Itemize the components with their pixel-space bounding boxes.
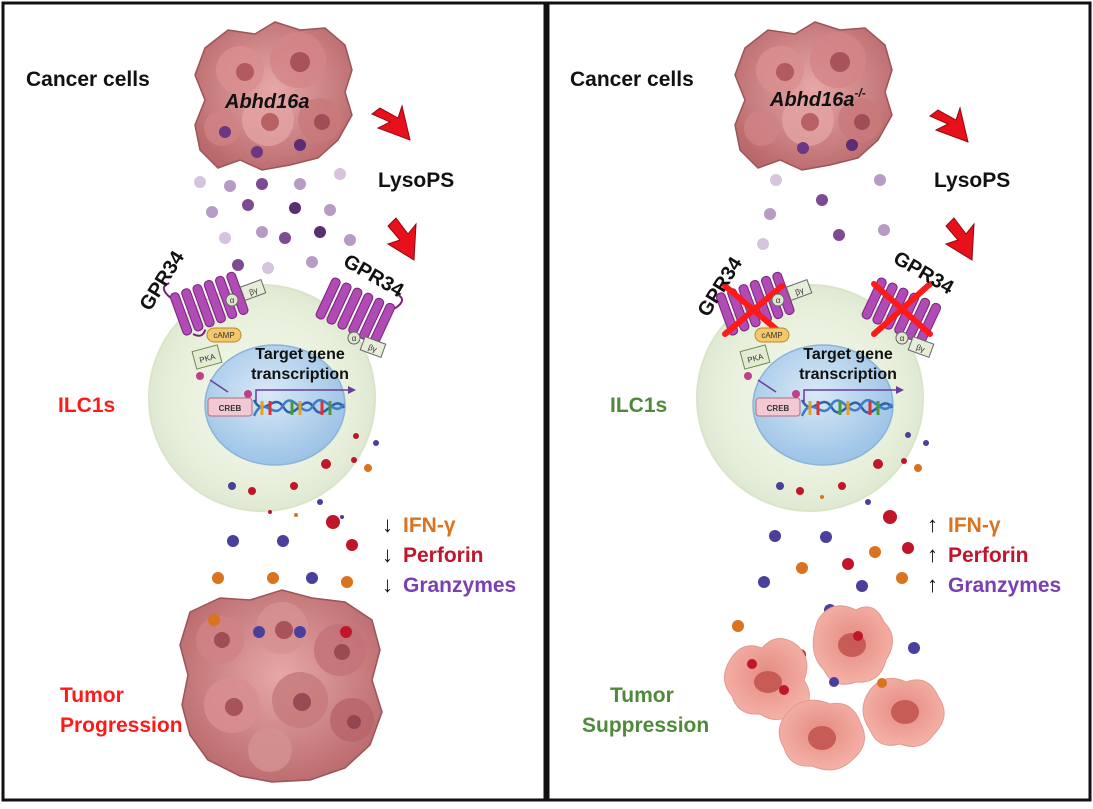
g-protein-betagamma-icon: βγ — [907, 336, 935, 358]
lysops-label: LysoPS — [934, 169, 1010, 192]
red-arrow-down-icon — [944, 217, 975, 261]
granzymes-arrow-icon: ↓ — [382, 572, 393, 597]
gene-label: Abhd16a-/- — [769, 86, 866, 111]
red-arrow-down-icon — [929, 106, 969, 143]
panel-right: α βγ α βγ cAMP PKA Target gene transcrip… — [546, 1, 1092, 802]
dna-helix-icon — [252, 398, 346, 417]
target-gene-label: Target gene — [803, 346, 893, 363]
g-protein-betagamma-icon: βγ — [359, 336, 387, 358]
knockout-cross-icon — [871, 281, 933, 337]
perforin-arrow-icon: ↑ — [927, 542, 938, 567]
perforin-label: Perforin — [948, 544, 1029, 567]
alpha-label: α — [776, 296, 781, 305]
creb-icon: CREB — [207, 397, 253, 417]
g-protein-alpha-icon: α — [771, 293, 785, 307]
granzymes-label: Granzymes — [403, 574, 516, 597]
ifn-arrow-icon: ↑ — [927, 512, 938, 537]
ilc1-cell — [696, 284, 924, 512]
betagamma-label: βγ — [915, 343, 926, 354]
gene-label: Abhd16a — [224, 91, 309, 113]
perforin-arrow-icon: ↓ — [382, 542, 393, 567]
panel-left: α βγ α βγ cAMP PKA Target gene transcrip… — [1, 1, 547, 802]
g-protein-alpha-icon: α — [347, 331, 361, 345]
nucleus — [204, 344, 346, 466]
alpha-label: α — [230, 296, 235, 305]
betagamma-label: βγ — [367, 343, 378, 354]
camp-icon: cAMP — [206, 327, 242, 343]
ifn-gamma-label: IFN-γ — [403, 514, 456, 537]
outcome-line1-label: Tumor — [610, 684, 674, 707]
cancer-cells-label: Cancer cells — [570, 68, 694, 91]
g-protein-betagamma-icon: βγ — [239, 279, 267, 301]
ifn-gamma-label: IFN-γ — [948, 514, 1001, 537]
nucleus — [752, 344, 894, 466]
ilc1-cell — [148, 284, 376, 512]
outcome-line2-label: Suppression — [582, 714, 709, 737]
perforin-label: Perforin — [403, 544, 484, 567]
pka-label: PKA — [198, 352, 216, 365]
pka-icon: PKA — [739, 344, 777, 393]
red-arrow-down-icon — [371, 104, 411, 141]
target-gene-label: Target gene — [255, 346, 345, 363]
granzymes-arrow-icon: ↑ — [927, 572, 938, 597]
lysops-particles — [194, 126, 356, 274]
cytokine-list: ↑ IFN-γ ↑ Perforin ↑ Granzymes — [927, 512, 1061, 597]
lysops-particles — [757, 139, 890, 250]
g-protein-alpha-icon: α — [895, 331, 909, 345]
creb-icon: CREB — [755, 397, 801, 417]
cytokine-particles — [212, 433, 379, 588]
gpr34-receptor-left-icon — [162, 271, 249, 337]
betagamma-label: βγ — [248, 286, 259, 297]
ilc1s-label: ILC1s — [610, 394, 667, 417]
transcription-label: transcription — [799, 366, 897, 383]
camp-label: cAMP — [213, 331, 234, 340]
cancer-cells-label: Cancer cells — [26, 68, 150, 91]
transcription-arrow-icon — [255, 389, 352, 402]
transcription-arrow-icon — [803, 389, 900, 402]
camp-label: cAMP — [761, 331, 782, 340]
camp-icon: cAMP — [754, 327, 790, 343]
pka-icon: PKA — [191, 344, 229, 393]
knockout-cross-icon — [722, 283, 785, 337]
dying-tumor-cells — [724, 605, 945, 771]
pka-label: PKA — [746, 352, 764, 365]
outcome-line2-label: Progression — [60, 714, 183, 737]
granzymes-label: Granzymes — [948, 574, 1061, 597]
lysops-label: LysoPS — [378, 169, 454, 192]
tumor-mass — [179, 589, 383, 783]
creb-label: CREB — [767, 404, 790, 413]
alpha-label: α — [900, 334, 905, 343]
cytokine-list: ↓ IFN-γ ↓ Perforin ↓ Granzymes — [382, 512, 516, 597]
ifn-arrow-icon: ↓ — [382, 512, 393, 537]
dna-helix-icon — [800, 398, 894, 417]
cancer-cell-cluster — [734, 21, 893, 171]
red-arrow-down-icon — [386, 217, 417, 261]
betagamma-label: βγ — [794, 286, 805, 297]
creb-label: CREB — [219, 404, 242, 413]
outcome-line1-label: Tumor — [60, 684, 124, 707]
alpha-label: α — [352, 334, 357, 343]
transcription-label: transcription — [251, 366, 349, 383]
ilc1s-label: ILC1s — [58, 394, 115, 417]
g-protein-betagamma-icon: βγ — [785, 279, 813, 301]
gpr34-receptor-right-icon — [315, 277, 404, 345]
g-protein-alpha-icon: α — [225, 293, 239, 307]
